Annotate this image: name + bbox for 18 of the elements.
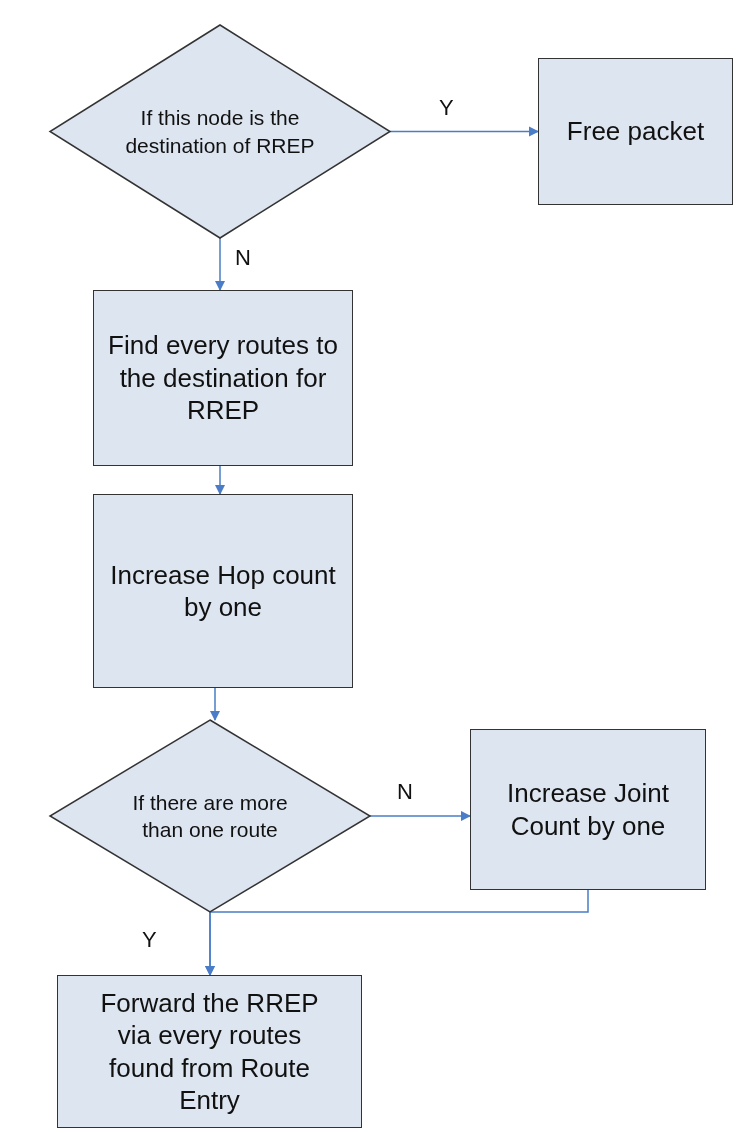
process-box [57, 975, 362, 1128]
process-text: Increase Hop count by one [109, 558, 337, 624]
process-box [93, 494, 353, 688]
decision-text: If there are more than one route [131, 789, 289, 843]
arrow [209, 687, 221, 722]
process-text: Increase Joint Count by one [506, 777, 670, 842]
process-text: Forward the RREP via every routes found from Route Entry [99, 986, 320, 1117]
process-box [93, 290, 353, 466]
arrow [369, 810, 472, 822]
process-text: Find every routes to the destination for RREP [108, 329, 338, 427]
arrow [214, 465, 226, 496]
arrow [214, 237, 226, 292]
process-box [538, 58, 733, 205]
process-box [470, 729, 706, 890]
decision-text: If this node is the destination of RREP [124, 105, 316, 159]
arrow [389, 126, 540, 137]
arrow [204, 889, 589, 977]
process-text: Free packet [565, 115, 706, 148]
